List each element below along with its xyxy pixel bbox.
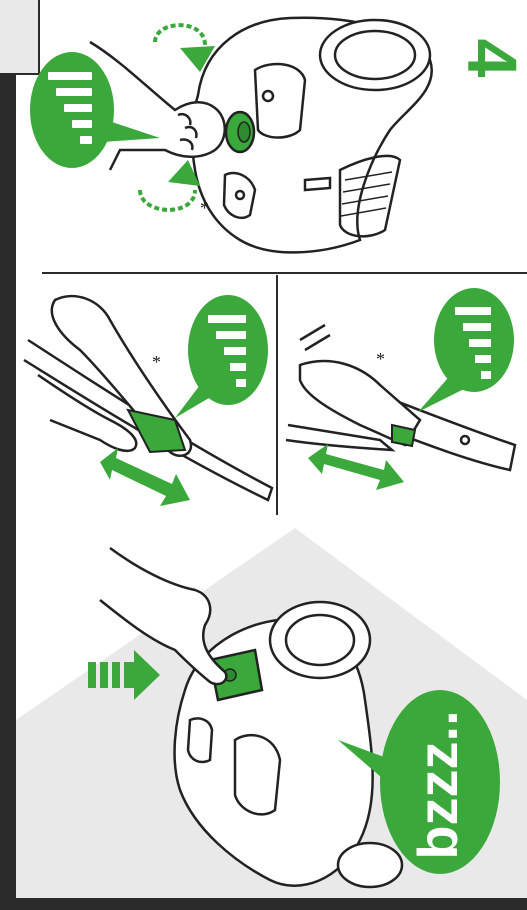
footnote-mark-middle-right: * xyxy=(376,349,385,370)
step-number: 4 xyxy=(462,23,522,93)
sound-label: bzzz.. xyxy=(378,690,498,880)
footnote-mark-top: * xyxy=(200,198,209,219)
footnote-mark-middle-left: * xyxy=(152,352,161,373)
sound-bubble: bzzz.. xyxy=(378,690,498,880)
slide-arrow-icon xyxy=(100,448,190,506)
rotary-knob xyxy=(226,112,254,152)
suction-level-bubble-icon xyxy=(418,288,514,412)
suction-level-bubble-icon xyxy=(175,295,268,418)
